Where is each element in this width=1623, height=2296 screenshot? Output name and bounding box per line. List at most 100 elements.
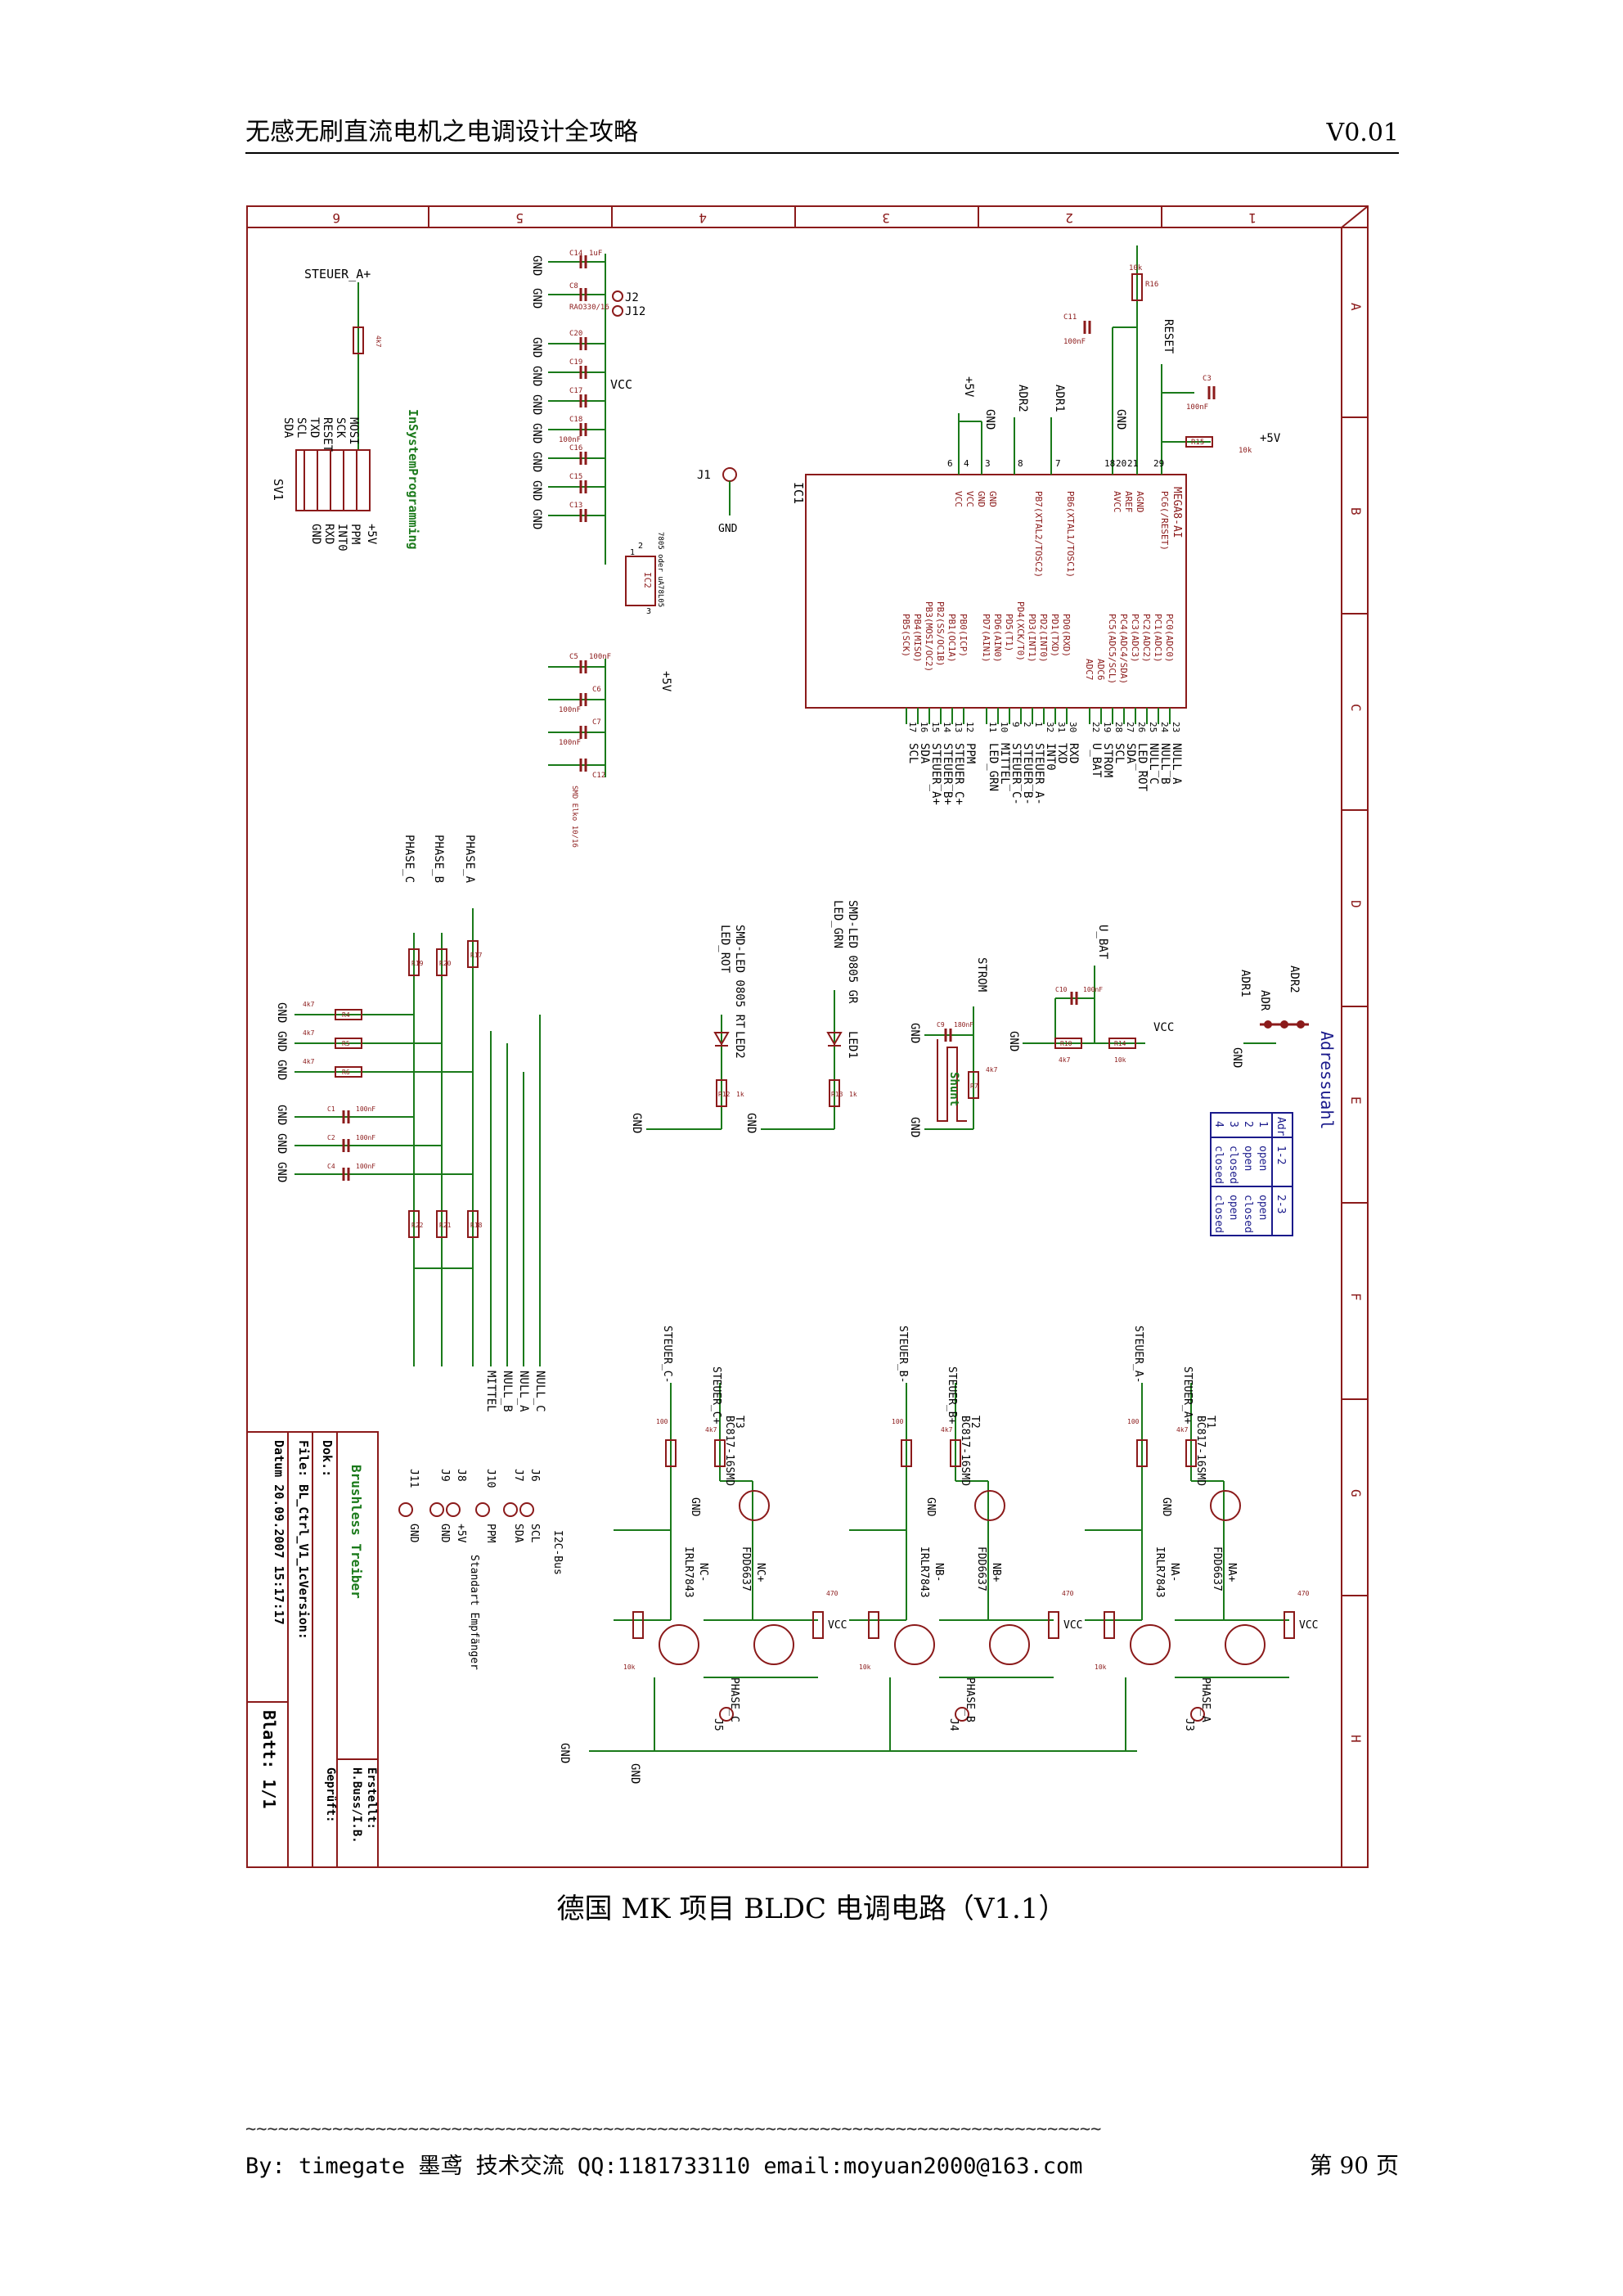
p-fet-symbol	[989, 1624, 1030, 1665]
resistor-ref: R21	[439, 1222, 452, 1229]
n-fet-symbol	[894, 1624, 935, 1665]
connector-j8	[446, 1502, 461, 1517]
connector-label: SCL	[528, 1524, 541, 1543]
resistor-r19	[408, 948, 420, 976]
vcc-label: VCC	[610, 377, 632, 392]
phase-jumper	[719, 1707, 734, 1722]
cap-ref: C1	[327, 1105, 335, 1113]
frame-letter: F	[1348, 1293, 1364, 1301]
net-label: STEUER_B+	[941, 743, 954, 805]
resistor-value: 100	[656, 1418, 668, 1425]
footer-wave: ~~~~~~~~~~~~~~~~~~~~~~~~~~~~~~~~~~~~~~~~…	[245, 2119, 1102, 2140]
shunt-label: Shunt	[947, 1072, 960, 1106]
resistor-value: 1k	[849, 1091, 857, 1098]
gnd-bus-label: GND	[558, 1743, 571, 1763]
resistor-value: 10k	[1114, 1056, 1126, 1064]
transistor-t2-symbol	[974, 1490, 1005, 1521]
mcu-pin-number: 10	[999, 722, 1009, 732]
led-part: SMD-LED 0805 RT	[733, 925, 746, 1029]
isp-pin-label: SCL	[294, 417, 308, 438]
mcu-top-label: ADR2	[1016, 385, 1029, 412]
gnd-bus-label: GND	[628, 1763, 641, 1784]
phase-jumper	[1190, 1707, 1205, 1722]
cap-value: 100nF	[356, 1134, 375, 1141]
n-fet-part: IRLR7843	[1153, 1546, 1166, 1598]
gnd-label: GND	[275, 1002, 288, 1023]
mcu-pin-number: 28	[1113, 722, 1124, 732]
cap-ref: C7	[592, 718, 601, 727]
frame-number: 5	[515, 210, 524, 226]
adr-table-cell: closed	[1212, 1195, 1225, 1233]
res-value: 4k7	[303, 1001, 315, 1008]
gnd-label: GND	[908, 1117, 921, 1137]
n-fet-part: IRLR7843	[918, 1546, 930, 1598]
resistor-value: 10k	[623, 1663, 636, 1671]
resistor	[1185, 1439, 1197, 1467]
cap-ref: C5	[569, 653, 578, 661]
frame-number: 4	[699, 210, 707, 226]
isp-connector-ref: SV1	[271, 479, 285, 501]
n-fet-part: IRLR7843	[682, 1546, 695, 1598]
phase-label: PHASE_C	[728, 1677, 740, 1722]
isp-pin-label: MOSI	[347, 417, 360, 445]
cap-ref: C20	[569, 330, 582, 338]
resistor-r18	[467, 1210, 479, 1238]
cap-ref: C2	[327, 1134, 335, 1141]
cap-ref: C4	[327, 1163, 335, 1170]
resistor-ref: R16	[1145, 281, 1158, 289]
adr-label: ADR2	[1288, 966, 1301, 993]
mcu-pin-label: PB6(XTAL1/TOSC1)	[1065, 491, 1076, 578]
cap-value: 100nF	[356, 1163, 375, 1170]
adr-table-head: Adr	[1275, 1117, 1287, 1137]
cap-value: 100nF	[559, 436, 581, 444]
frame-number: 2	[1065, 210, 1073, 226]
gnd-label: GND	[530, 255, 543, 276]
cap-ref: C6	[592, 686, 601, 694]
mcu-top-pin: 3	[985, 458, 991, 469]
adr-table-cell: 2	[1242, 1121, 1254, 1128]
cap-ref: C10	[1055, 986, 1068, 993]
net-label: U_BAT	[1090, 743, 1103, 778]
transistor-t3-symbol	[739, 1490, 770, 1521]
plus5v-label: +5V	[659, 671, 672, 692]
mcu-pin-label: AVCC	[1112, 491, 1122, 513]
mcu-pin-label: VCC	[953, 491, 964, 507]
mcu-top-pin: 29	[1153, 458, 1164, 469]
steuer-plus: STEUER_B+	[946, 1366, 958, 1425]
mcu-pin-number: 2	[1022, 722, 1032, 727]
transistor-part: BC817-16SMD	[1194, 1416, 1207, 1486]
cap-ref: C17	[569, 387, 582, 395]
mcu-pin-number: 11	[987, 722, 998, 732]
mcu-pin-label: PB7(XTAL2/TOSC2)	[1033, 491, 1044, 578]
steuer-minus: STEUER_A-	[1132, 1326, 1144, 1383]
resistor-r4	[335, 1009, 362, 1020]
isp-pin-stubs	[303, 450, 357, 511]
cap-ref: C19	[569, 358, 582, 367]
isp-pin-label: TXD	[308, 417, 321, 438]
mcu-top-pin: 6	[947, 458, 953, 469]
bridge-c: STEUER_C- STEUER_C+ T3 BC817-16SMD IRLR7…	[614, 1326, 847, 1731]
adr-table-cell: open	[1257, 1195, 1269, 1220]
adr-label: GND	[1230, 1047, 1243, 1068]
led-ref: LED2	[733, 1031, 746, 1059]
led-net: LED_GRN	[831, 900, 844, 948]
connector-j7	[503, 1502, 518, 1517]
net-label: STEUER_C-	[1009, 743, 1023, 805]
gnd-label: GND	[630, 1113, 643, 1133]
phase-output: NULL_A	[517, 1371, 530, 1412]
connector-label: +5V	[455, 1524, 467, 1543]
page-footer: ~~~~~~~~~~~~~~~~~~~~~~~~~~~~~~~~~~~~~~~~…	[245, 2119, 1399, 2181]
net-label: STEUER_A-	[1032, 743, 1045, 805]
mcu-pin-label: PB4(MISO)	[912, 614, 923, 663]
cap-value: 1uF	[589, 250, 602, 258]
mcu-pin-number: 12	[964, 722, 975, 732]
page-number: 第 90 页	[1309, 2152, 1399, 2179]
resistor	[665, 1439, 677, 1467]
mcu-block: IC1 MEGA8-AI PC6(/RESET) AGND AREF AVCC …	[791, 245, 1281, 805]
net-label: STEUER_A+	[929, 743, 942, 805]
isp-block: STEUER_A+ 4k7 SV1 MOSI SCK RESET TXD SCL…	[271, 267, 420, 551]
mcu-top-label: RESET	[1162, 319, 1175, 354]
resistor-value: 4k7	[1059, 1056, 1071, 1064]
resistor-r16	[1131, 273, 1143, 301]
ubat-block: U_BAT VCC GND C10 100nF R10 4k7 R14 10k	[1007, 925, 1174, 1064]
